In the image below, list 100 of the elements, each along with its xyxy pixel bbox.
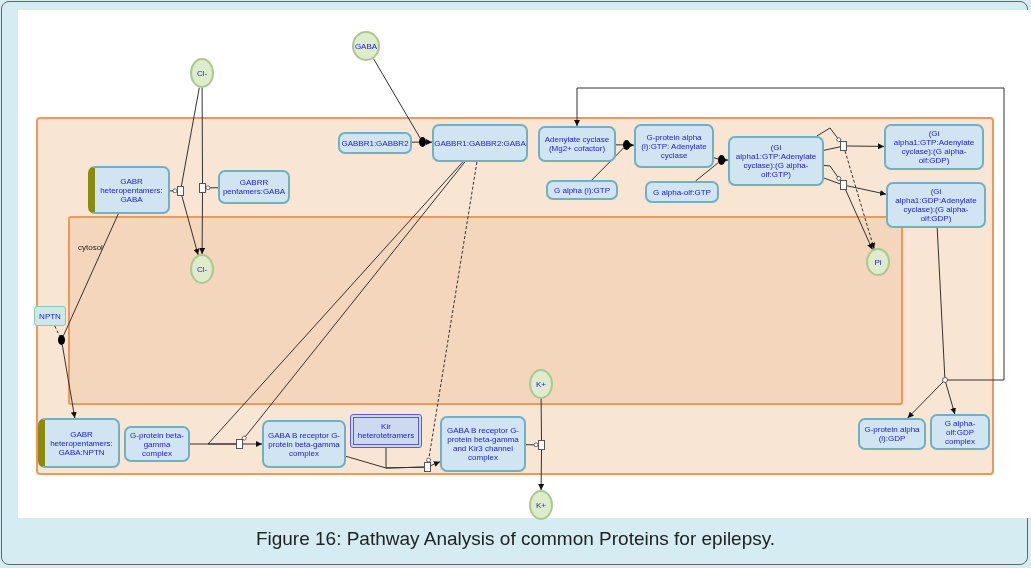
connector-line (241, 161, 466, 441)
node-label: (Gi alpha1:GTP:Adenylate cyclase):(G alpha-olf:GDP) (892, 129, 976, 165)
arrow (845, 189, 873, 251)
node-label: K+ (535, 500, 547, 510)
node-label: Pi (873, 257, 883, 267)
figure-caption: Figure 16: Pathway Analysis of common Proteins for epilepsy. (254, 528, 777, 550)
arrow (199, 192, 206, 255)
node-label: G-protein beta-gamma complex (129, 430, 185, 458)
node-label: G alpha-olf:GDP complex (943, 418, 977, 446)
arrow (846, 185, 887, 196)
node-label: GABA B receptor G-protein beta-gamma and Kir3 channel complex (446, 426, 520, 462)
node-label: GABRR pentamers:GABA (221, 178, 287, 196)
compartment-label: cytosol (77, 243, 104, 252)
complex-box (645, 181, 719, 203)
arrow (907, 381, 944, 419)
binding-dot (58, 335, 65, 345)
connector-line (695, 162, 719, 182)
connector-line (180, 87, 200, 187)
complex-box (338, 132, 412, 154)
connector-line (615, 144, 624, 146)
node-label: GABA (353, 41, 379, 51)
node-label: K+ (535, 379, 547, 389)
complex-box (634, 124, 714, 168)
node-label: NPTN (38, 311, 62, 321)
connector-line (411, 141, 420, 143)
complex-box (218, 170, 290, 204)
complex-box (88, 166, 170, 214)
connector-line (591, 147, 625, 181)
connector-line (816, 127, 842, 143)
node-label: GABBR1:GABBR2 (340, 138, 410, 148)
arrow (844, 150, 876, 250)
arrow (242, 441, 263, 447)
node-label: G alpha (i):GTP (553, 185, 611, 195)
connector-line (205, 185, 219, 191)
complex-box (350, 414, 422, 448)
complex-box (930, 414, 990, 450)
complex-box (38, 418, 120, 468)
node-label: (Gi alpha1:GDP:Adenylate cyclase):(G alpha-olf:GDP) (894, 187, 978, 223)
complex-box (728, 136, 824, 186)
reaction-square (177, 186, 184, 196)
node-label: GABA B receptor G-protein beta-gamma complex (267, 430, 341, 458)
binding-dot (718, 155, 725, 165)
reaction-square (199, 183, 206, 193)
reaction-square (840, 180, 847, 190)
complex-box (432, 124, 528, 162)
complex-box (886, 182, 986, 228)
node-label: G-protein alpha (i):GDP (863, 425, 921, 443)
reaction-square (424, 462, 431, 472)
complex-box (858, 418, 926, 450)
arrow (538, 449, 545, 491)
node-label: GABR heteropentamers: GABA:NPTN (49, 429, 114, 457)
connector-line (169, 188, 178, 194)
complex-box (538, 126, 616, 162)
complex-box (546, 180, 618, 200)
arrow (425, 139, 433, 146)
connector-line (540, 398, 542, 441)
arrow (430, 461, 441, 467)
binding-dot (419, 137, 426, 147)
node-label: Cl- (195, 68, 209, 78)
connector-line (201, 87, 203, 184)
molecule-circle (529, 369, 553, 399)
molecule-circle (190, 254, 214, 284)
dissociation-circle (942, 377, 948, 383)
connector-line (385, 447, 425, 469)
connector-line (713, 157, 719, 160)
arrow (627, 142, 635, 149)
molecule-circle (866, 248, 890, 276)
reaction-square (538, 440, 545, 450)
protein-box (34, 306, 66, 326)
node-label: G-protein alpha (i):GTP: Adenylate cyclase (640, 132, 708, 160)
connector-line (373, 58, 421, 139)
node-label: (Gi alpha1:GTP:Adenylate cyclase):(G alpha-olf:GTP) (734, 143, 818, 179)
node-label: Adenylate cyclase (Mg2+ cofactor) (543, 135, 611, 153)
connector-line (207, 161, 464, 445)
arrow (846, 143, 885, 150)
connector-line (823, 146, 841, 151)
node-label: G alpha-olf:GTP (652, 187, 712, 197)
arrow (945, 382, 956, 415)
arrow (722, 157, 729, 164)
reaction-square (236, 439, 243, 449)
connector-line (426, 161, 478, 463)
connector-line (823, 164, 842, 181)
complex-box (884, 124, 984, 170)
node-label: Kir heterotetramers (356, 422, 416, 440)
connector-line (823, 177, 841, 185)
arrow (181, 195, 200, 256)
arrow (61, 344, 77, 419)
arrow (574, 87, 1005, 381)
node-label: GABR heteropentamers: GABA (99, 176, 164, 204)
binding-dot (623, 140, 630, 150)
reaction-square (840, 141, 847, 151)
complex-box (262, 420, 346, 468)
connector-line (936, 227, 946, 378)
node-label: GABBR1:GABBR2:GABA (433, 138, 527, 148)
connector-line (62, 213, 119, 337)
compartment-box (36, 117, 994, 475)
node-label: Cl- (195, 264, 209, 274)
complex-box (440, 416, 526, 472)
connector-line (525, 442, 539, 448)
compartment-box (68, 216, 903, 405)
